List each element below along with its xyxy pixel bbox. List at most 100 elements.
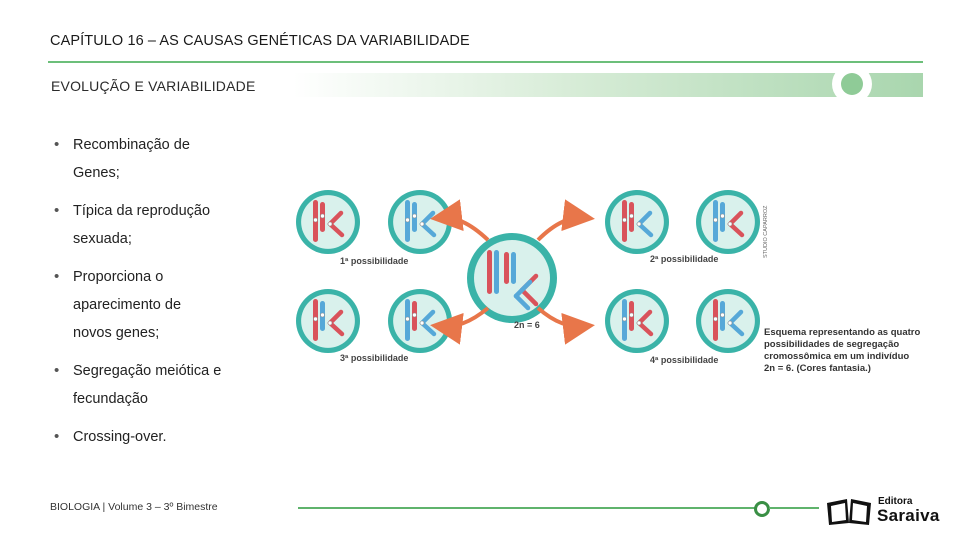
chromosome-short-arm <box>327 309 344 326</box>
cell-interior <box>393 195 447 249</box>
centromere <box>405 316 410 322</box>
centromere <box>622 316 627 322</box>
cell-possibility-4a <box>605 289 669 353</box>
chromosome-short-arm <box>636 320 654 337</box>
arrow-group <box>430 199 595 345</box>
publisher-logo: Editora Saraiva <box>825 495 945 527</box>
bullet-line: aparecimento de <box>73 297 182 313</box>
bullet-line: Recombinação de <box>73 137 190 153</box>
chromosome <box>511 252 516 284</box>
cell-possibility-2a <box>605 190 669 254</box>
chapter-title: CAPÍTULO 16 – AS CAUSAS GENÉTICAS DA VAR… <box>50 33 470 49</box>
centromere <box>720 312 725 318</box>
bullet-item: • Típica da reprodução sexuada; <box>54 197 274 253</box>
mother-cell <box>467 233 557 323</box>
centromere <box>327 221 333 227</box>
centromere <box>320 213 325 219</box>
centromere <box>412 312 417 318</box>
arrow-to-p1 <box>430 199 490 242</box>
centromere <box>405 217 410 223</box>
cell-interior <box>393 294 447 348</box>
chromosome <box>504 252 509 284</box>
chromosome-short-arm <box>636 221 654 238</box>
bullet-item: • Recombinação de Genes; <box>54 131 274 187</box>
chromosome-short-arm <box>727 309 744 326</box>
chromosome-short-arm <box>419 221 437 238</box>
bullet-line: Crossing-over. <box>73 429 167 445</box>
bullet-line: Proporciona o <box>73 269 164 285</box>
centromere <box>636 320 642 326</box>
band-circle-dot <box>841 73 863 95</box>
bullet-line: Típica da reprodução <box>73 203 211 219</box>
centromere <box>713 217 718 223</box>
cell-possibility-3b <box>388 289 452 353</box>
caption-line: Esquema representando as quatro <box>764 327 920 338</box>
chromosome <box>487 250 492 294</box>
centromere <box>622 217 627 223</box>
cell-interior <box>301 195 355 249</box>
bullet-icon: • <box>54 202 60 219</box>
chromosome <box>494 250 499 294</box>
bullet-icon: • <box>54 268 60 285</box>
centromere <box>313 217 318 223</box>
footer-rule <box>298 507 758 509</box>
centromere <box>313 316 318 322</box>
centromere <box>636 221 642 227</box>
centromere <box>412 213 417 219</box>
centromere <box>327 320 333 326</box>
footer-book-info: BIOLOGIA | Volume 3 – 3º Bimestre <box>50 501 218 513</box>
bullet-line: Genes; <box>73 165 120 181</box>
chromosome-short-arm <box>327 221 345 238</box>
bullet-item: • Crossing-over. <box>54 423 274 451</box>
chromosome-short-arm <box>636 210 653 227</box>
chromosome-short-arm <box>636 309 653 326</box>
centromere <box>727 221 733 227</box>
book-icon <box>827 499 871 525</box>
bullet-icon: • <box>54 136 60 153</box>
segregation-diagram: 1ª possibilidade 2ª possibilidade 3ª pos… <box>296 190 920 374</box>
bullet-line: Segregação meiótica e <box>73 363 222 379</box>
arrow-to-p3 <box>430 306 490 345</box>
chromosome-short-arm <box>513 279 533 299</box>
cell-possibility-2b <box>696 190 760 254</box>
bullet-line: fecundação <box>73 391 148 407</box>
centromere <box>419 320 425 326</box>
centromere <box>713 316 718 322</box>
section-band <box>48 73 923 97</box>
cell-possibility-4b <box>696 289 760 353</box>
label-possibility-4: 4ª possibilidade <box>650 355 718 365</box>
label-center-ploidy: 2n = 6 <box>514 320 540 330</box>
header-rule <box>48 61 923 63</box>
bullet-list: • Recombinação de Genes; • Típica da rep… <box>54 131 274 461</box>
cell-possibility-1b <box>388 190 452 254</box>
bullet-item: • Proporciona o aparecimento de novos ge… <box>54 263 274 347</box>
caption-line: possibilidades de segregação <box>764 339 899 350</box>
chromosome-short-arm <box>727 210 744 227</box>
chromosome-short-arm <box>327 320 345 337</box>
label-possibility-2: 2ª possibilidade <box>650 254 718 264</box>
cell-interior <box>610 195 664 249</box>
centromere <box>727 320 733 326</box>
caption-line: 2n = 6. (Cores fantasia.) <box>764 363 871 374</box>
footer-circle-icon <box>754 501 770 517</box>
centromere <box>419 221 425 227</box>
chromosome-short-arm <box>519 287 539 307</box>
section-title: EVOLUÇÃO E VARIABILIDADE <box>51 78 256 94</box>
bullet-icon: • <box>54 362 60 379</box>
centromere <box>629 213 634 219</box>
caption-line: cromossômica em um indivíduo <box>764 351 909 362</box>
cell-interior <box>610 294 664 348</box>
publisher-name: Saraiva <box>877 506 940 525</box>
arrow-to-p4 <box>536 306 595 345</box>
publisher-name-small: Editora <box>878 496 913 507</box>
cell-possibility-1a <box>296 190 360 254</box>
cell-interior <box>301 294 355 348</box>
bullet-line: novos genes; <box>73 325 160 341</box>
cell-possibility-3a <box>296 289 360 353</box>
label-possibility-1: 1ª possibilidade <box>340 256 408 266</box>
chromosome-short-arm <box>513 293 531 311</box>
cell-interior <box>701 195 755 249</box>
arrow-to-p2 <box>536 199 595 242</box>
chromosome-short-arm <box>327 210 344 227</box>
cell-interior <box>701 294 755 348</box>
